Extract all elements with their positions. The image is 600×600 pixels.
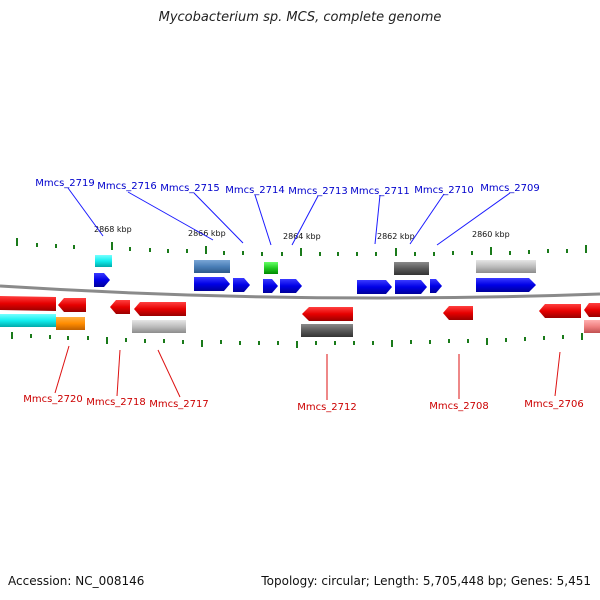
feature-block-darkgray [394, 262, 429, 275]
gene-label[interactable]: Mmcs_2719 [35, 178, 95, 189]
tick-label: 2864 kbp [283, 232, 321, 241]
tick-label: 2866 kbp [188, 229, 226, 238]
forward-gene-arrow[interactable] [430, 279, 442, 293]
forward-gene-arrow[interactable] [194, 277, 230, 291]
leader-line [409, 193, 445, 245]
topology-text: Topology: circular; Length: 5,705,448 bp… [261, 574, 591, 588]
inner-tick-row [11, 332, 583, 348]
reverse-gene-arrow[interactable] [584, 303, 600, 317]
forward-gene-arrow[interactable] [476, 278, 536, 292]
forward-gene-arrow[interactable] [395, 280, 427, 294]
feature-block-cyan [0, 314, 56, 327]
tick-label: 2868 kbp [94, 225, 132, 234]
leader-line [374, 194, 381, 245]
leader-line [554, 351, 561, 397]
leader-line [193, 192, 244, 244]
gene-label[interactable]: Mmcs_2712 [297, 402, 357, 413]
feature-block-darkgray [301, 324, 353, 337]
leader-line [127, 191, 214, 241]
gene-label[interactable]: Mmcs_2715 [160, 183, 220, 194]
leader-line [67, 187, 104, 237]
forward-gene-arrow[interactable] [263, 279, 278, 293]
reverse-gene-arrow[interactable] [443, 306, 473, 320]
forward-gene-arrow[interactable] [280, 279, 302, 293]
reverse-gene-arrow[interactable] [302, 307, 353, 321]
leader-line [157, 349, 181, 398]
gene-label[interactable]: Mmcs_2710 [414, 185, 474, 196]
reverse-gene-arrow[interactable] [134, 302, 186, 316]
leader-line [116, 349, 121, 397]
forward-gene-arrow[interactable] [357, 280, 392, 294]
reverse-gene-arrow[interactable] [58, 298, 86, 312]
gene-label[interactable]: Mmcs_2716 [97, 181, 157, 192]
reverse-gene-arrow[interactable] [110, 300, 130, 314]
gene-label[interactable]: Mmcs_2717 [149, 399, 209, 410]
leader-line [254, 194, 272, 246]
accession-text: Accession: NC_008146 [8, 574, 145, 588]
gene-label[interactable]: Mmcs_2714 [225, 185, 285, 196]
gene-label[interactable]: Mmcs_2718 [86, 397, 146, 408]
gene-label[interactable]: Mmcs_2709 [480, 183, 540, 194]
gene-label[interactable]: Mmcs_2713 [288, 186, 348, 197]
gene-label[interactable]: Mmcs_2706 [524, 399, 584, 410]
tick-label: 2860 kbp [472, 230, 510, 239]
forward-gene-arrow[interactable] [94, 273, 110, 287]
feature-block-lightgray [476, 260, 536, 273]
reverse-gene-arrow[interactable] [539, 304, 581, 318]
genome-title: Mycobacterium sp. MCS, complete genome [158, 10, 442, 25]
gene-label[interactable]: Mmcs_2711 [350, 186, 410, 197]
genome-backbone [0, 284, 600, 300]
feature-block-pink [584, 320, 600, 333]
feature-block-steel [194, 260, 230, 273]
leader-line [291, 195, 319, 246]
feature-block-lightgray [132, 320, 186, 333]
forward-gene-arrow[interactable] [233, 278, 250, 292]
outer-tick-row [16, 238, 587, 256]
feature-block-cyan [95, 255, 112, 267]
gene-label[interactable]: Mmcs_2720 [23, 394, 83, 405]
reverse-gene-arrow[interactable] [0, 296, 56, 311]
feature-block-green [264, 262, 278, 274]
gene-label[interactable]: Mmcs_2708 [429, 401, 489, 412]
leader-line [436, 192, 511, 246]
tick-label: 2862 kbp [377, 232, 415, 241]
feature-block-orange [56, 317, 85, 330]
leader-line [54, 345, 70, 394]
